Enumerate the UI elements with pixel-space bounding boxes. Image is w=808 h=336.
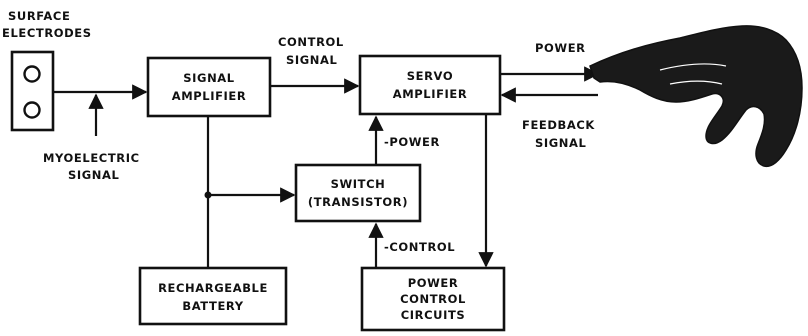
servo-amplifier-label-line1: SERVO [407, 69, 453, 83]
hand-icon [590, 26, 802, 166]
battery-label-line2: BATTERY [182, 299, 243, 313]
servo-amplifier-label-line2: AMPLIFIER [393, 87, 468, 101]
feedback-signal-label-line2: SIGNAL [535, 136, 587, 150]
feedback-signal-label-line1: FEEDBACK [522, 118, 595, 132]
signal-amplifier-label-line2: AMPLIFIER [172, 89, 247, 103]
battery-label-line1: RECHARGEABLE [158, 281, 268, 295]
switch-label-line2: (TRANSISTOR) [308, 195, 408, 209]
myoelectric-signal-label-line1: MYOELECTRIC [43, 151, 140, 165]
minus-power-label: -POWER [384, 135, 440, 149]
myoelectric-signal-label-line2: SIGNAL [68, 168, 120, 182]
control-signal-label-line1: CONTROL [278, 35, 344, 49]
minus-control-label: -CONTROL [384, 240, 455, 254]
surface-electrodes-label-line2: ELECTRODES [2, 26, 92, 40]
control-signal-label-line2: SIGNAL [286, 53, 338, 67]
electrode-pad-icon [12, 52, 53, 130]
rechargeable-battery-block: RECHARGEABLE BATTERY [140, 268, 286, 324]
signal-amplifier-block: SIGNAL AMPLIFIER [148, 58, 270, 116]
switch-label-line1: SWITCH [331, 177, 386, 191]
switch-transistor-block: SWITCH (TRANSISTOR) [296, 165, 420, 221]
power-control-label-line3: CIRCUITS [401, 308, 466, 322]
servo-amplifier-block: SERVO AMPLIFIER [360, 56, 500, 114]
power-control-circuits-block: POWER CONTROL CIRCUITS [362, 268, 504, 330]
power-control-label-line1: POWER [408, 276, 459, 290]
signal-amplifier-label-line1: SIGNAL [183, 71, 235, 85]
power-label: POWER [535, 41, 586, 55]
power-control-label-line2: CONTROL [400, 292, 466, 306]
surface-electrodes-label-line1: SURFACE [8, 9, 70, 23]
